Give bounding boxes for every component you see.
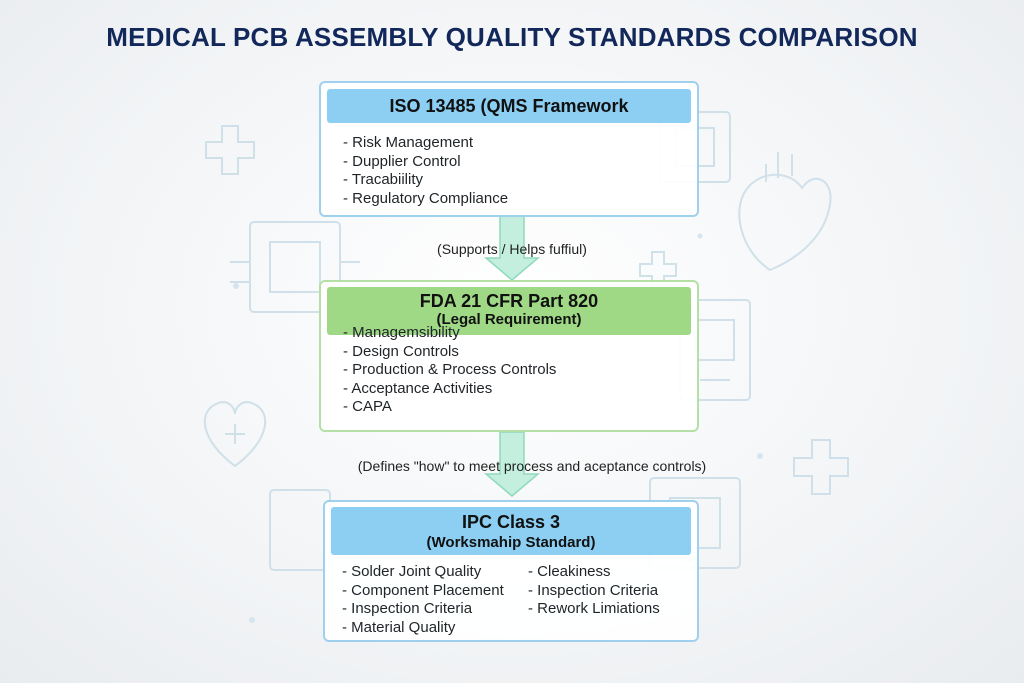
fda-21-cfr-list: - Managemsibility - Design Controls - Pr…	[343, 324, 556, 417]
heart-icon	[203, 401, 267, 468]
list-item: - Material Quality	[342, 618, 456, 636]
list-item: - Regulatory Compliance	[343, 189, 509, 207]
list-item: - Acceptance Activities	[343, 379, 493, 397]
page-title: MEDICAL PCB ASSEMBLY QUALITY STANDARDS C…	[106, 22, 918, 52]
down-arrow-icon	[483, 215, 541, 281]
anatomical-heart-icon	[738, 152, 832, 272]
list-item: - Solder Joint Quality	[342, 563, 482, 580]
fda-to-ipc-note: (Defines "how" to meet process and acept…	[357, 458, 707, 474]
list-item: - Design Controls	[343, 342, 459, 360]
list-item: - Inspection Criteria	[342, 600, 473, 618]
down-arrow-icon	[483, 431, 541, 497]
circuit-board-icon	[249, 221, 341, 313]
list-item: - Component Placement	[342, 581, 504, 599]
list-item: - Inspection Criteria	[528, 581, 659, 599]
fda-header-subtitle: (Legal Requirement)	[436, 311, 582, 328]
iso-13485-header: ISO 13485 (QMS Framework	[327, 89, 691, 123]
medical-cross-icon	[793, 439, 849, 495]
fda-header-title: FDA 21 CFR Part 820	[419, 291, 599, 311]
list-item: - Dupplier Control	[343, 152, 461, 170]
list-item: - CAPA	[343, 398, 392, 416]
iso-13485-box: ISO 13485 (QMS Framework - Risk Manageme…	[319, 81, 699, 217]
list-item: - Tracabiility	[343, 171, 424, 189]
ipc-class-3-list-right: - Cleakiness - Inspection Criteria - Rew…	[528, 563, 660, 619]
iso-13485-list: - Risk Management - Dupplier Control - T…	[343, 134, 508, 208]
list-item: - Cleakiness	[528, 563, 611, 580]
iso-to-fda-note: (Supports / Helps fuffiul)	[437, 241, 587, 257]
ipc-class-3-header: IPC Class 3 (Worksmahip Standard)	[331, 507, 691, 555]
ipc-header-subtitle: (Worksmahip Standard)	[426, 534, 596, 551]
fda-21-cfr-header: FDA 21 CFR Part 820 (Legal Requirement)	[327, 287, 691, 335]
list-item: - Managemsibility	[343, 324, 460, 341]
list-item: - Risk Management	[343, 134, 474, 151]
medical-cross-icon	[205, 125, 255, 175]
ipc-class-3-box: IPC Class 3 (Worksmahip Standard) - Sold…	[323, 500, 699, 642]
ipc-class-3-list-left: - Solder Joint Quality - Component Place…	[342, 563, 504, 637]
fda-21-cfr-box: FDA 21 CFR Part 820 (Legal Requirement) …	[319, 280, 699, 432]
ipc-header-title: IPC Class 3	[461, 512, 561, 532]
list-item: - Production & Process Controls	[343, 361, 557, 379]
list-item: - Rework Limiations	[528, 600, 660, 618]
